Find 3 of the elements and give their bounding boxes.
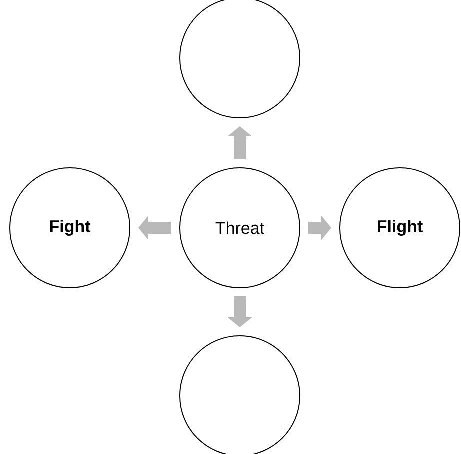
circle-node: Flight — [340, 167, 460, 288]
circle-node: Fight — [10, 167, 130, 288]
circle-node: Threat — [180, 167, 300, 288]
